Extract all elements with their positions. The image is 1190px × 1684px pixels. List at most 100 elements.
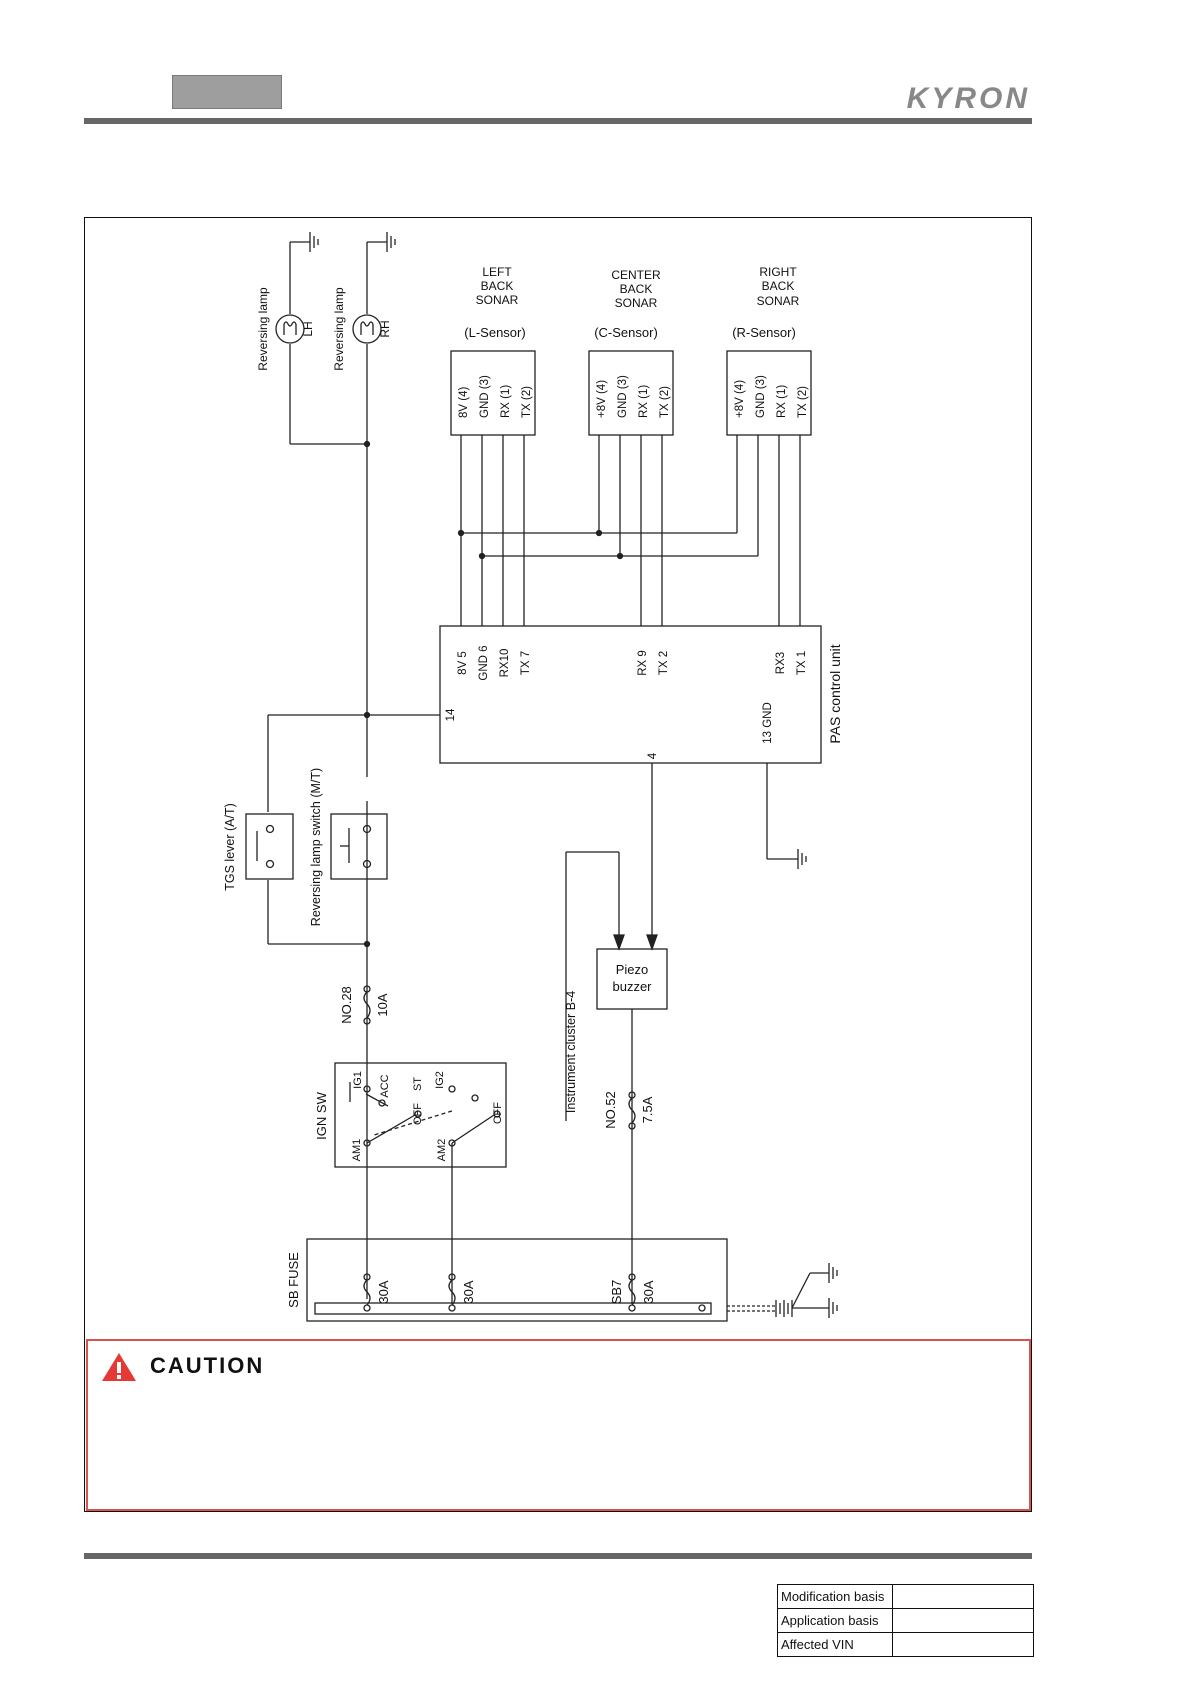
fuse-52-label: NO.52 — [603, 1091, 618, 1129]
ign-switch-box — [334, 1062, 507, 1168]
brand-logo: KYRON — [906, 82, 1030, 115]
pas-pin: RX3 — [775, 652, 787, 674]
sonar-center-title-1: CENTER — [611, 268, 661, 282]
sonar-right-title-2: BACK — [762, 279, 795, 293]
table-cell-value — [892, 1608, 1034, 1633]
ign-terminal: ACC — [379, 1074, 391, 1097]
table-cell-value — [892, 1632, 1034, 1657]
ign-terminal: IG1 — [352, 1071, 364, 1089]
sonar-right-title-1: RIGHT — [759, 265, 797, 279]
buzzer-line-2: buzzer — [612, 979, 652, 994]
table-row: Application basis — [777, 1608, 1034, 1633]
table-cell-label: Modification basis — [777, 1584, 893, 1609]
pas-pin-14: 14 — [445, 708, 457, 721]
fuse-28-rating: 10A — [375, 993, 390, 1016]
sonar-center-pin: +8V (4) — [596, 380, 608, 418]
ign-terminal: IG2 — [434, 1071, 446, 1089]
pas-pin: TX 7 — [520, 651, 532, 675]
pas-pin: GND 6 — [478, 645, 490, 680]
sonar-right-title-3: SONAR — [757, 294, 800, 308]
instrument-cluster-label: Instrument cluster B-4 — [564, 991, 578, 1113]
sonar-left-title-1: LEFT — [482, 265, 512, 279]
sonar-left-title-3: SONAR — [476, 293, 519, 307]
fuse-icon — [363, 1273, 371, 1312]
fuse-icon — [363, 985, 371, 1025]
table-cell-label: Application basis — [777, 1608, 893, 1633]
revision-table: Modification basis Application basis Aff… — [777, 1584, 1034, 1657]
table-row: Modification basis — [777, 1584, 1034, 1609]
sonar-right-box — [726, 350, 812, 436]
sonar-right-pin: +8V (4) — [734, 380, 746, 418]
reversing-switch-label: Reversing lamp switch (M/T) — [309, 768, 323, 926]
fuse-icon — [448, 1273, 456, 1312]
fuse-icon — [628, 1273, 636, 1312]
sonar-center-sensor: (C-Sensor) — [594, 325, 658, 340]
ign-terminal: AM1 — [351, 1139, 363, 1162]
caution-label: CAUTION — [150, 1353, 265, 1378]
sonar-left-pin: 8V (4) — [458, 387, 470, 418]
sonar-center-title-2: BACK — [620, 282, 653, 296]
fuse-icon — [628, 1091, 636, 1130]
ground-icon — [367, 232, 396, 252]
ign-switch-label: IGN SW — [314, 1091, 329, 1139]
tgs-lever-label: TGS lever (A/T) — [223, 803, 237, 891]
sonar-right-pin: TX (2) — [797, 386, 809, 418]
sonar-right-pin: RX (1) — [776, 385, 788, 418]
ground-icon — [797, 849, 807, 869]
sb-fuse-box — [306, 1238, 728, 1322]
wiring-diagram-svg: Reversing lamp LH Reversing lamp RH LEFT… — [223, 232, 843, 1322]
lamp-icon — [275, 314, 305, 344]
lamp-lh-side: LH — [301, 321, 315, 336]
pas-unit-label: PAS control unit — [827, 644, 843, 743]
sonar-left-title-2: BACK — [481, 279, 514, 293]
pas-pin-13: 13 GND — [762, 702, 774, 744]
ign-terminal: ST — [412, 1077, 424, 1091]
ign-terminal: OFF — [412, 1103, 424, 1125]
sonar-right-pin: GND (3) — [755, 375, 767, 418]
sb-fuse-rating: 30A — [461, 1280, 476, 1303]
sonar-center-pin: TX (2) — [659, 386, 671, 418]
caution-box: CAUTION — [86, 1339, 1031, 1511]
pas-pin-4: 4 — [647, 752, 659, 759]
sonar-left-pin: TX (2) — [521, 386, 533, 418]
ground-icon — [290, 232, 319, 252]
sonar-center-title-3: SONAR — [615, 296, 658, 310]
sonar-left-box — [450, 350, 536, 436]
sonar-left-sensor: (L-Sensor) — [464, 325, 525, 340]
sb-fuse-rating: 30A — [376, 1280, 391, 1303]
pas-control-unit — [439, 625, 822, 764]
pas-pin: RX10 — [499, 649, 511, 678]
sonar-center-pin: RX (1) — [638, 385, 650, 418]
sonar-right-sensor: (R-Sensor) — [732, 325, 796, 340]
lamp-lh-label: Reversing lamp — [256, 287, 270, 371]
sonar-center-pin: GND (3) — [617, 375, 629, 418]
header-rule — [84, 118, 1032, 124]
warning-icon — [102, 1353, 136, 1381]
sb7-label: SB7 — [609, 1280, 624, 1305]
footer-rule — [84, 1553, 1032, 1559]
table-row: Affected VIN — [777, 1632, 1034, 1657]
pas-pin: RX 9 — [637, 650, 649, 676]
reversing-switch-box — [330, 813, 388, 880]
table-cell-value — [892, 1584, 1034, 1609]
buzzer-line-1: Piezo — [616, 962, 649, 977]
pas-pin: 8V 5 — [457, 651, 469, 675]
tgs-lever-box — [245, 813, 294, 880]
ground-icon — [828, 1263, 838, 1283]
ign-terminal: OFF — [492, 1102, 504, 1124]
wiring-diagram: Reversing lamp LH Reversing lamp RH LEFT… — [84, 217, 1032, 1512]
lamp-rh-side: RH — [378, 320, 392, 337]
ign-terminal: AM2 — [436, 1139, 448, 1162]
lamp-icon — [352, 314, 382, 344]
header-tab — [172, 75, 282, 109]
sb-fuse-label: SB FUSE — [286, 1252, 301, 1308]
sonar-left-pin: RX (1) — [500, 385, 512, 418]
battery-icon — [775, 1300, 793, 1317]
sonar-center-box — [588, 350, 674, 436]
table-cell-label: Affected VIN — [777, 1632, 893, 1657]
pas-pin: TX 1 — [796, 651, 808, 675]
sb-fuse-rating: 30A — [641, 1280, 656, 1303]
ground-icon — [828, 1298, 838, 1318]
sonar-left-pin: GND (3) — [479, 375, 491, 418]
lamp-rh-label: Reversing lamp — [332, 287, 346, 371]
